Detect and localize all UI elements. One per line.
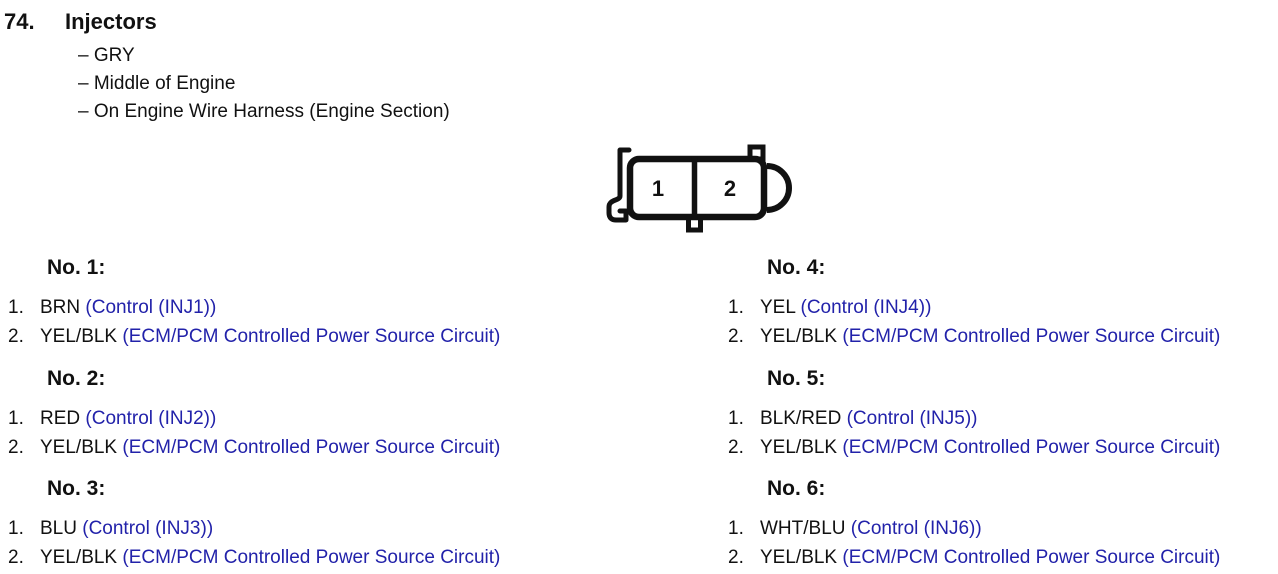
connector-diagram-svg: 1 2 [606, 144, 792, 233]
wire-color: YEL/BLK [40, 547, 118, 568]
pin-row: 1. BRN (Control (INJ1)) [0, 293, 558, 322]
section-no-1: No. 1: 1. BRN (Control (INJ1)) 2. YEL/BLK … [0, 255, 558, 351]
section-title: No. 6: [767, 477, 826, 500]
pin-number: 2. [8, 326, 24, 347]
pin-number: 2. [728, 547, 744, 568]
wire-color: BLU [40, 518, 77, 539]
page-title: Injectors [65, 9, 157, 34]
wire-function: (Control (INJ1)) [85, 297, 217, 318]
wire-color: YEL/BLK [760, 326, 838, 347]
pin-number: 2. [728, 326, 744, 347]
wire-color: BRN [40, 297, 81, 318]
wire-color: YEL [760, 297, 796, 318]
pin-row: 1. WHT/BLU (Control (INJ6)) [720, 514, 1278, 543]
section-no-3: No. 3: 1. BLU (Control (INJ3)) 2. YEL/BLK … [0, 476, 558, 572]
wire-function: (ECM/PCM Controlled Power Source Circuit… [122, 437, 501, 458]
section-no-4: No. 4: 1. YEL (Control (INJ4)) 2. YEL/BLK … [720, 255, 1278, 351]
wire-function: (Control (INJ3)) [82, 518, 214, 539]
wire-color: YEL/BLK [40, 437, 118, 458]
pin-row: 2. YEL/BLK (ECM/PCM Controlled Power Sour… [0, 543, 558, 572]
connector-diagram: 1 2 [596, 136, 796, 240]
wire-function: (ECM/PCM Controlled Power Source Circuit… [842, 326, 1221, 347]
pin-list: 1. BLK/RED (Control (INJ5)) 2. YEL/BLK (EC… [720, 404, 1278, 462]
wire-color: YEL/BLK [760, 437, 838, 458]
pin-row: 1. BLU (Control (INJ3)) [0, 514, 558, 543]
section-no-5: No. 5: 1. BLK/RED (Control (INJ5)) 2. YEL/… [720, 366, 1278, 462]
attribute-line: – Middle of Engine [78, 73, 236, 94]
pin-list: 1. WHT/BLU (Control (INJ6)) 2. YEL/BLK (EC… [720, 514, 1278, 572]
pin-list: 1. BRN (Control (INJ1)) 2. YEL/BLK (ECM/PC… [0, 293, 558, 351]
wire-color: BLK/RED [760, 408, 842, 429]
pin-number: 1. [8, 518, 24, 539]
pin-number: 2. [8, 437, 24, 458]
pin-number: 1. [728, 518, 744, 539]
attribute-line: – On Engine Wire Harness (Engine Section… [78, 101, 450, 122]
section-title: No. 2: [47, 367, 106, 390]
pin-row: 1. BLK/RED (Control (INJ5)) [720, 404, 1278, 433]
pin-list: 1. BLU (Control (INJ3)) 2. YEL/BLK (ECM/PC… [0, 514, 558, 572]
item-number: 74. [4, 9, 35, 34]
connector-latch [606, 147, 632, 223]
wire-function: (Control (INJ5)) [846, 408, 978, 429]
pin-number: 2. [8, 547, 24, 568]
wire-color: YEL/BLK [760, 547, 838, 568]
pin-number: 1. [8, 408, 24, 429]
pin-number: 1. [728, 408, 744, 429]
pin-row: 2. YEL/BLK (ECM/PCM Controlled Power Sour… [720, 543, 1278, 572]
connector-right-bump [766, 163, 792, 213]
section-no-6: No. 6: 1. WHT/BLU (Control (INJ6)) 2. YEL/… [720, 476, 1278, 572]
section-title: No. 5: [767, 367, 826, 390]
wire-color: YEL/BLK [40, 326, 118, 347]
wire-color: WHT/BLU [760, 518, 846, 539]
wire-function: (Control (INJ2)) [85, 408, 217, 429]
component-heading: 74. Injectors [4, 9, 157, 35]
pin-number: 1. [8, 297, 24, 318]
pin-row: 2. YEL/BLK (ECM/PCM Controlled Power Sour… [0, 433, 558, 462]
pin-number: 2. [728, 437, 744, 458]
attribute-list: – GRY – Middle of Engine – On Engine Wir… [78, 42, 450, 126]
wire-color: RED [40, 408, 81, 429]
wire-function: (ECM/PCM Controlled Power Source Circuit… [122, 326, 501, 347]
section-no-2: No. 2: 1. RED (Control (INJ2)) 2. YEL/BLK … [0, 366, 558, 462]
pin-number: 1. [728, 297, 744, 318]
pin-row: 2. YEL/BLK (ECM/PCM Controlled Power Sour… [0, 322, 558, 351]
pin-list: 1. RED (Control (INJ2)) 2. YEL/BLK (ECM/PC… [0, 404, 558, 462]
pin-row: 1. RED (Control (INJ2)) [0, 404, 558, 433]
pin-row: 1. YEL (Control (INJ4)) [720, 293, 1278, 322]
section-title: No. 4: [767, 256, 826, 279]
wire-function: (Control (INJ6)) [850, 518, 982, 539]
wire-function: (ECM/PCM Controlled Power Source Circuit… [842, 437, 1221, 458]
wire-function: (ECM/PCM Controlled Power Source Circuit… [122, 547, 501, 568]
pin-row: 2. YEL/BLK (ECM/PCM Controlled Power Sour… [720, 322, 1278, 351]
wire-function: (ECM/PCM Controlled Power Source Circuit… [842, 547, 1221, 568]
wire-function: (Control (INJ4)) [800, 297, 932, 318]
pin-list: 1. YEL (Control (INJ4)) 2. YEL/BLK (ECM/PC… [720, 293, 1278, 351]
attribute-line: – GRY [78, 45, 135, 66]
cavity-2-label: 2 [724, 176, 736, 201]
pin-row: 2. YEL/BLK (ECM/PCM Controlled Power Sour… [720, 433, 1278, 462]
section-title: No. 1: [47, 256, 106, 279]
section-title: No. 3: [47, 477, 106, 500]
cavity-1-label: 1 [652, 176, 664, 201]
